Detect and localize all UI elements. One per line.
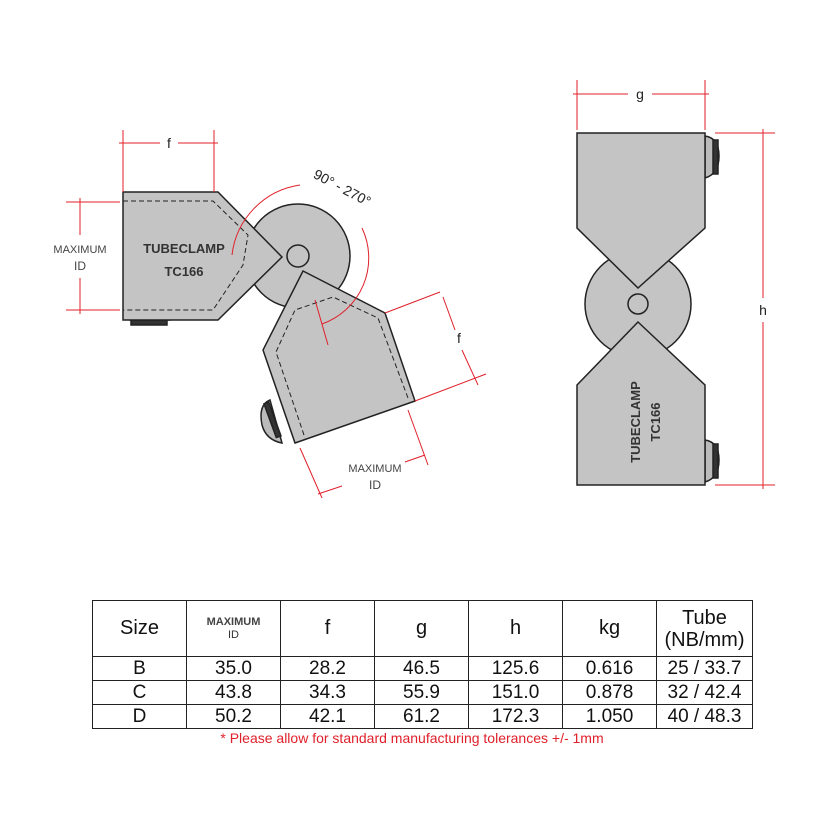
clamp-body-bottom <box>576 320 706 486</box>
cell: C <box>92 680 187 705</box>
clamp-body-1 <box>122 191 284 321</box>
right-dimensions <box>573 80 775 489</box>
cell: 40 / 48.3 <box>656 704 753 729</box>
right-assembly <box>576 132 720 486</box>
technical-drawing: TUBECLAMP TC166 f f 90° - 270° MAXIMUM I… <box>53 80 775 499</box>
clamp-body-top <box>576 132 706 290</box>
cell: 43.8 <box>186 680 281 705</box>
cell: 151.0 <box>468 680 563 705</box>
pivot-hole-side <box>627 293 649 315</box>
dim-f-label-2: f <box>457 330 461 346</box>
cell: 35.0 <box>186 656 281 681</box>
header-max-label: MAXIMUM <box>206 615 261 628</box>
cell: 32 / 42.4 <box>656 680 753 705</box>
header-h: h <box>468 600 563 657</box>
header-tube: Tube(NB/mm) <box>656 600 753 657</box>
cell: 28.2 <box>280 656 375 681</box>
brand-text-2: TUBECLAMP <box>628 381 643 463</box>
id-label-2: ID <box>369 478 381 492</box>
cell: 46.5 <box>374 656 469 681</box>
header-id-label: ID <box>228 628 239 641</box>
left-assembly <box>122 191 416 444</box>
dim-f-label-1: f <box>167 135 171 151</box>
tolerance-note: * Please allow for standard manufacturin… <box>220 730 604 746</box>
model-text-1: TC166 <box>164 264 203 279</box>
cell: 1.050 <box>562 704 657 729</box>
dim-h-label: h <box>759 302 767 318</box>
cell: 34.3 <box>280 680 375 705</box>
cell: 50.2 <box>186 704 281 729</box>
header-tube-label: Tube <box>682 606 727 629</box>
inner-dash-1 <box>123 200 249 311</box>
clamp-body-2 <box>262 269 416 444</box>
header-kg: kg <box>562 600 657 657</box>
cell: D <box>92 704 187 729</box>
model-text-2: TC166 <box>648 402 663 441</box>
end-cap-right-rubber <box>263 401 282 439</box>
max-id-label-1: MAXIMUM <box>53 244 106 256</box>
inner-dash-2 <box>275 296 409 439</box>
cell: 55.9 <box>374 680 469 705</box>
max-id-label-2: MAXIMUM <box>348 463 401 475</box>
cell: B <box>92 656 187 681</box>
cell: 61.2 <box>374 704 469 729</box>
header-f: f <box>280 600 375 657</box>
brand-text-1: TUBECLAMP <box>143 241 225 256</box>
cell: 0.878 <box>562 680 657 705</box>
pivot-hole <box>286 244 310 268</box>
header-tube-unit: (NB/mm) <box>664 628 745 651</box>
cell: 42.1 <box>280 704 375 729</box>
cell: 172.3 <box>468 704 563 729</box>
header-g: g <box>374 600 469 657</box>
cell: 0.616 <box>562 656 657 681</box>
id-label-1: ID <box>74 259 86 273</box>
cell: 125.6 <box>468 656 563 681</box>
header-size: Size <box>92 600 187 657</box>
left-dimensions <box>66 130 487 499</box>
dim-g-label: g <box>636 86 644 102</box>
cell: 25 / 33.7 <box>656 656 753 681</box>
angle-label: 90° - 270° <box>311 166 374 210</box>
